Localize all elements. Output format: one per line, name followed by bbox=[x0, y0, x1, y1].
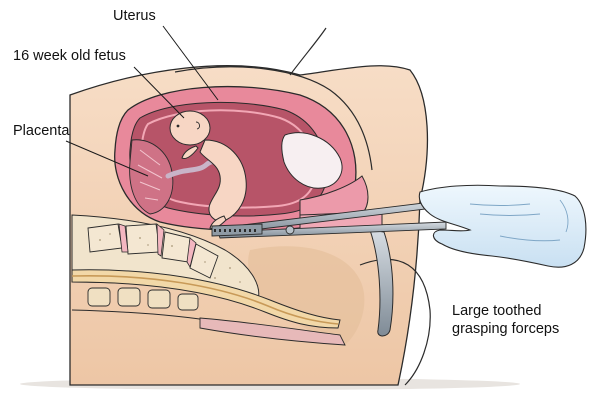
fetus-label: 16 week old fetus bbox=[13, 47, 126, 65]
forceps-label: Large toothed grasping forceps bbox=[452, 302, 559, 338]
uterus-label: Uterus bbox=[113, 7, 156, 25]
fetus-head bbox=[170, 111, 210, 145]
forceps-teeth bbox=[214, 229, 256, 232]
placenta-label: Placenta bbox=[13, 122, 69, 140]
upper-body-line bbox=[290, 28, 326, 75]
forceps-label-line-1: Large toothed bbox=[452, 302, 559, 320]
forceps-hinge bbox=[286, 226, 294, 234]
forceps-label-line-2: grasping forceps bbox=[452, 320, 559, 338]
fetus-eye bbox=[177, 125, 180, 128]
